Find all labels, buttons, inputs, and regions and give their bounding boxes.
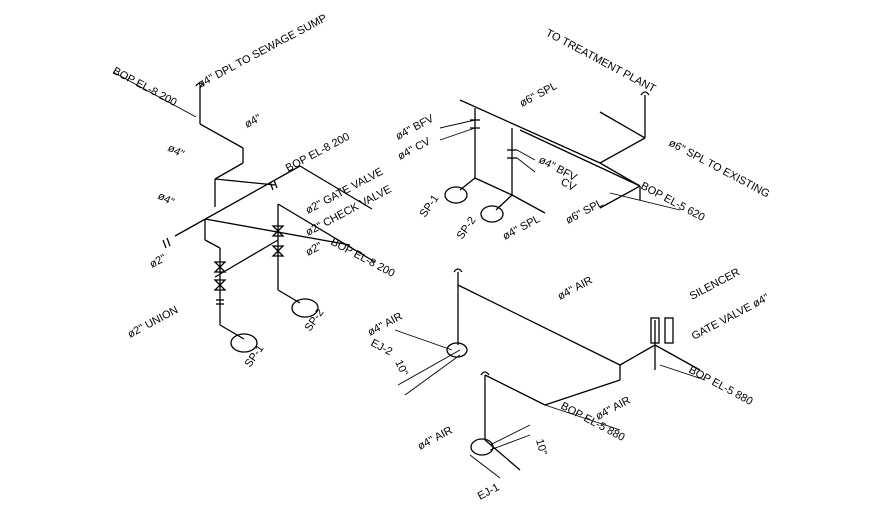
air-label: ø4" AIR — [416, 424, 455, 452]
pipe-size-label: ø4" SPL — [501, 213, 542, 243]
pipe-run — [199, 123, 244, 149]
pipe-break-symbol — [480, 371, 490, 376]
dpl-label: ø4" DPL TO SEWAGE SUMP — [196, 12, 329, 90]
dimension-line — [397, 349, 461, 386]
pipe-run — [474, 177, 513, 196]
check-valve-symbol — [271, 245, 285, 257]
sp1-label: SP-1 — [418, 193, 442, 220]
pipe-run — [654, 344, 701, 371]
gate-valve-symbol — [664, 317, 674, 344]
pipe-run — [544, 379, 621, 406]
pipe-run — [519, 129, 641, 187]
pipe-run — [599, 137, 646, 164]
treatment-label: TO TREATMENT PLANT — [544, 27, 658, 95]
bop-label: BOP EL-5 620 — [639, 180, 707, 224]
pipe-run — [219, 324, 245, 340]
bop-leader-line — [659, 364, 706, 381]
pipe-run — [214, 239, 279, 278]
ej1-ejector-symbol — [470, 438, 494, 456]
dimension-label: 10" — [533, 438, 549, 457]
pipe-size-label: ø6" SPL — [564, 197, 605, 227]
silencer-label: SILENCER — [688, 266, 742, 302]
pipe-run — [214, 162, 244, 180]
pipe-run — [599, 185, 641, 209]
pipe-size-label: ø4" — [243, 112, 263, 130]
pipe-break-symbol — [269, 181, 274, 191]
gate-valve-label: GATE VALVE ø4" — [690, 292, 771, 343]
ej2-label: EJ-2 — [369, 337, 395, 358]
air-pipe-network — [394, 268, 706, 479]
pipe-size-label: ø6" SPL — [518, 80, 559, 110]
leader-line — [516, 149, 536, 161]
main-header-pipe — [299, 165, 373, 210]
leader-line — [516, 157, 536, 173]
bop-label: BOP EL-8 200 — [111, 65, 179, 109]
bop-leader-line — [544, 404, 621, 431]
pipe-break-symbol — [162, 239, 167, 249]
bop-leader-line — [112, 71, 197, 118]
dimension-line — [404, 354, 461, 396]
pipe-run — [599, 162, 641, 187]
leader-line — [394, 329, 453, 351]
left-pipe-network — [112, 71, 376, 353]
pipe-break-symbol — [453, 268, 463, 273]
sp1-pump-symbol — [444, 186, 468, 204]
bop-label: BOP EL-8 200 — [329, 236, 397, 280]
bfv-label: ø4" BFV — [394, 112, 437, 142]
main-spl-pipe — [459, 99, 601, 164]
sp2-label: SP-2 — [455, 215, 479, 242]
pipe-size-label: ø2" — [304, 240, 324, 258]
spl-existing-label: ø6" SPL TO EXISTING — [667, 137, 772, 200]
leader-line — [469, 454, 501, 479]
sp2-pump-symbol — [480, 205, 504, 223]
leader-line — [439, 119, 476, 129]
pipe-break-symbol — [640, 91, 650, 96]
main-header-pipe — [174, 165, 301, 237]
air-label: ø4" AIR — [594, 394, 633, 422]
gate-valve-symbol — [213, 261, 227, 273]
pipe-break-symbol — [166, 237, 171, 247]
dimension-label: 10" — [392, 358, 410, 378]
gate-valve-symbol — [271, 225, 285, 237]
sp1-label: SP-1 — [243, 343, 267, 370]
pipe-run — [214, 178, 276, 186]
pipe-run — [511, 194, 546, 214]
bop-label: BOP EL-8 200 — [284, 131, 352, 175]
ej1-label: EJ-1 — [476, 481, 502, 502]
dimension-line — [489, 434, 531, 451]
dimension-line — [489, 424, 531, 446]
air-label: ø4" AIR — [556, 274, 595, 302]
check-valve-symbol — [213, 279, 227, 291]
pipe-run — [619, 344, 656, 366]
labels: BOP EL-8 200 ø4" DPL TO SEWAGE SUMP ø4" … — [111, 12, 772, 502]
pipe-size-label: ø2" — [148, 252, 168, 270]
ej2-ejector-symbol — [446, 342, 468, 358]
sp2-label: SP-2 — [303, 307, 327, 334]
pipe-size-label: ø4" — [166, 142, 186, 160]
sp1-pump-symbol — [230, 333, 258, 353]
sp2-pump-symbol — [291, 298, 319, 318]
pipe-size-label: ø4" — [156, 190, 176, 208]
air-main-pipe — [457, 284, 621, 366]
pipe-run — [277, 203, 376, 263]
union-label: ø2" UNION — [126, 304, 180, 341]
air-label: ø4" AIR — [366, 310, 405, 338]
pipe-run — [204, 239, 221, 249]
bop-leader-line — [609, 192, 681, 211]
pipe-break-symbol — [273, 179, 278, 189]
silencer-symbol — [650, 317, 660, 344]
upper-right-pipe-network — [439, 91, 681, 223]
leader-line — [439, 127, 476, 141]
bop-label: BOP EL-5 880 — [687, 364, 755, 408]
pipe-run — [599, 111, 646, 139]
pipe-break-symbol — [195, 82, 205, 87]
pipe-run — [484, 374, 546, 406]
